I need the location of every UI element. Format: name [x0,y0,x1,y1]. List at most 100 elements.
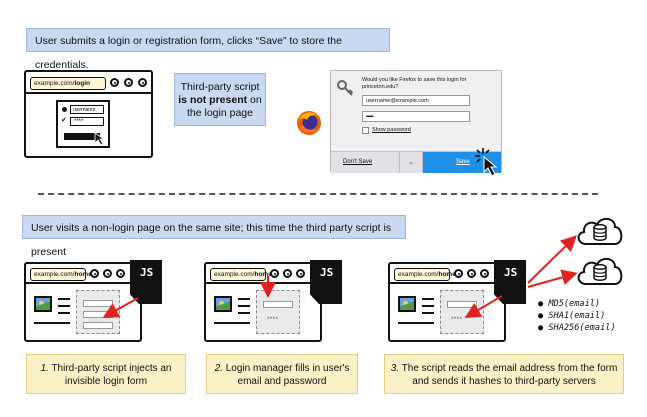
caption-step-1: 1. Third-party script injects an invisib… [26,354,186,394]
filled-login-form: **** [440,290,484,334]
window-control-icon [467,269,476,278]
text-line [398,322,434,324]
form-field [83,322,113,329]
caption-step-3: 3. The script reads the email address fr… [384,354,624,394]
url-bar: example.com/home [210,268,272,281]
dropdown-chevron-icon[interactable]: ⌄ [399,152,423,173]
bottom-banner: User visits a non-login page on the same… [22,215,406,258]
email-field [263,301,293,308]
hash-list: ● MD5(email) ● SHA1(email) ● SHA256(emai… [538,298,616,334]
top-banner: User submits a login or registration for… [26,28,390,71]
text-line [238,312,250,314]
text-line [422,305,434,307]
hash-item: ● SHA1(email) [538,311,606,321]
callout-line-2: is not present [178,94,248,106]
password-input[interactable]: ••••••••• [362,111,470,122]
email-field [447,301,477,308]
browser-window-step-3: example.com/home **** [388,262,506,342]
url-prefix: example.com/ [398,271,439,278]
window-control-icon [116,269,125,278]
autofilled-login-form: **** [256,290,300,334]
js-file-icon: JS [130,260,162,304]
firefox-save-prompt: Would you like Firefox to save this logi… [330,70,502,173]
caption-number: 2. [214,363,223,374]
checkmark-icon: ✔ [61,117,67,124]
url-bar: example.com/home [394,268,456,281]
dont-save-button[interactable]: Don't Save [343,159,373,165]
window-control-icon [454,269,463,278]
toolbar-divider [26,92,151,94]
image-icon [398,296,416,312]
window-control-icon [270,269,279,278]
prompt-footer: Don't Save ⌄ Save [331,151,501,173]
window-control-icon [124,78,133,87]
click-burst-icon [475,148,498,177]
caption-text: Login manager fills in user's email and … [225,363,350,387]
url-prefix: example.com/ [214,271,255,278]
window-control-icon [90,269,99,278]
user-icon [62,107,67,112]
url-prefix: example.com/ [34,80,75,87]
firefox-icon [297,111,321,135]
caption-step-2: 2. Login manager fills in user's email a… [206,354,358,394]
username-field: username [70,105,104,114]
callout-line-4: the login page [187,107,253,119]
login-browser-window: example.com/login username ✔ **** [24,70,153,158]
url-bar: example.com/home [30,268,92,281]
window-control-icon [138,78,147,87]
window-control-icon [296,269,305,278]
save-button-label: Save [456,159,470,165]
toolbar-divider [206,282,320,284]
text-line [422,312,434,314]
caption-number: 3. [390,363,400,374]
url-prefix: example.com/ [34,271,75,278]
text-line [34,322,70,324]
caption-text: Third-party script injects an invisible … [51,363,172,387]
password-field: **** [70,117,104,126]
hash-item: ● MD5(email) [538,299,601,309]
text-line [58,298,70,300]
send-hash-arrow-2 [527,269,578,288]
caption-text: The script reads the email address from … [401,363,618,387]
show-password-checkbox[interactable] [362,127,369,134]
password-field: **** [451,317,463,323]
save-button[interactable]: Save [423,152,501,173]
password-field: **** [267,317,279,323]
key-icon [337,80,354,96]
cloud-database-icon [577,257,623,285]
prompt-message: Would you like Firefox to save this logi… [362,77,467,90]
text-line [58,312,70,314]
show-password-label: Show password [372,127,411,133]
window-control-icon [283,269,292,278]
url-path: login [74,80,90,87]
hash-item: ● SHA256(email) [538,323,616,333]
cursor-icon [94,132,106,146]
url-path: home [438,271,456,278]
browser-window-step-2: example.com/home **** [204,262,322,342]
url-path: home [254,271,272,278]
caption-number: 1. [40,363,49,374]
text-line [214,322,250,324]
callout-line-1: Third-party script [180,81,260,93]
callout-line-3: on [250,94,262,106]
text-line [238,305,250,307]
form-field [83,300,113,307]
text-line [58,305,70,307]
section-divider [38,193,598,195]
url-bar: example.com/login [30,77,106,90]
text-line [238,298,250,300]
url-path: home [74,271,92,278]
window-control-icon [480,269,489,278]
browser-window-step-1: example.com/home [24,262,142,342]
image-icon [214,296,232,312]
send-hash-arrow-1 [527,235,577,284]
submit-button [64,133,100,140]
js-file-icon: JS [310,260,342,304]
toolbar-divider [26,282,140,284]
image-icon [34,296,52,312]
toolbar-divider [390,282,504,284]
form-field [83,311,113,318]
username-input[interactable]: username@example.com [362,95,470,106]
invisible-login-form [76,290,120,334]
js-file-icon: JS [494,260,526,304]
